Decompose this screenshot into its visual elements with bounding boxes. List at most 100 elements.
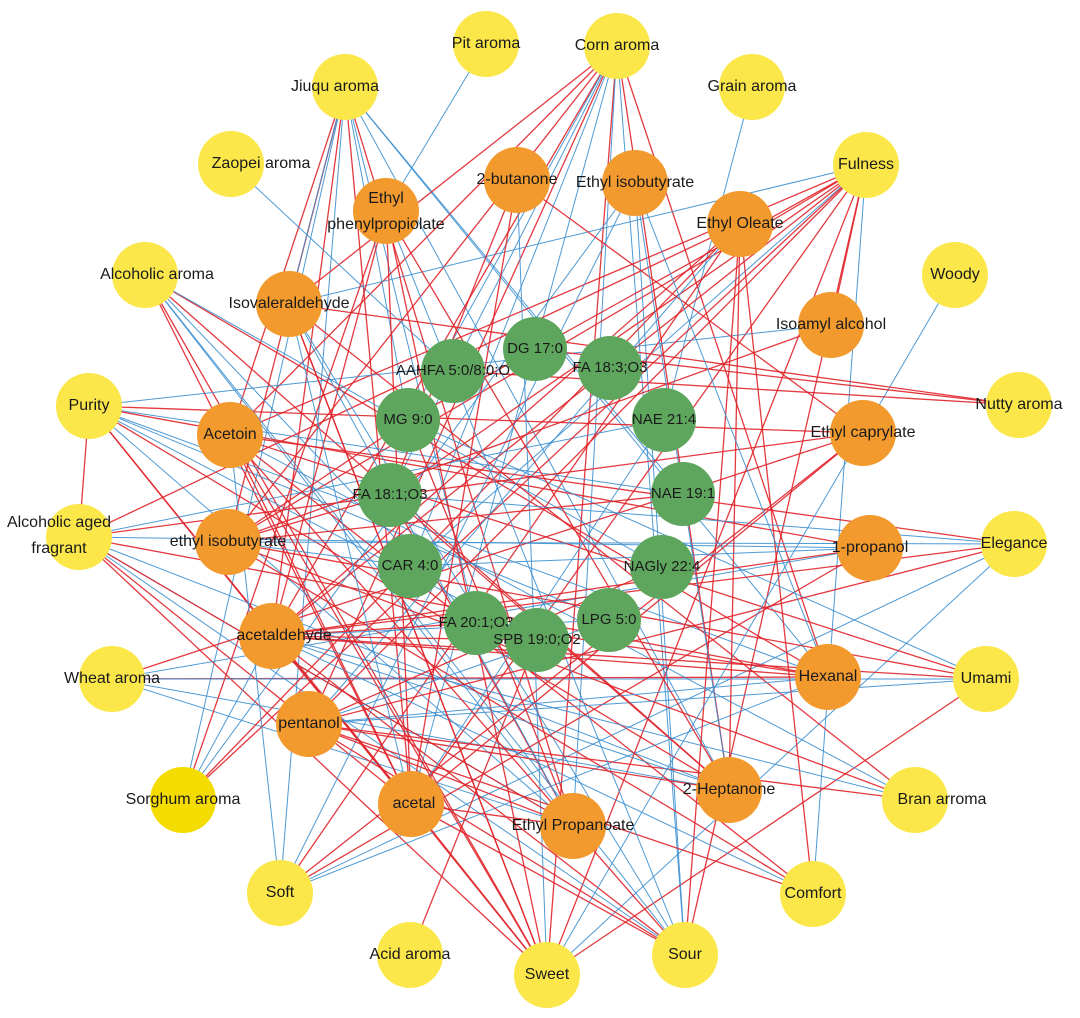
node-circle-ethprop [540, 793, 606, 859]
edge-sweet-elegance [546, 543, 1015, 976]
node-label-nagly: NAGly 22:4 [624, 558, 701, 575]
node-ethcapr[interactable]: Ethyl caprylate [811, 400, 916, 466]
node-elegance[interactable]: Elegance [981, 511, 1048, 577]
node-wheat[interactable]: Wheat aroma [64, 646, 160, 712]
node-ethisobut2[interactable]: ethyl isobutyrate [170, 509, 287, 575]
node-pentanol[interactable]: pentanol [276, 691, 342, 757]
node-acetald[interactable]: acetaldehyde [236, 603, 332, 669]
node-circle-sorghum [150, 767, 216, 833]
node-mg9[interactable]: MG 9:0 [376, 388, 440, 452]
node-propanol[interactable]: 1-propanol [832, 515, 909, 581]
edge-jiuqu-acetoin [229, 86, 346, 436]
node-fulness[interactable]: Fulness [833, 132, 899, 198]
edge-heptanone-pentanol [308, 723, 730, 791]
node-label-ethprop: Ethyl Propanoate [512, 817, 635, 834]
node-circle-fa181 [358, 463, 422, 527]
node-alcoholic[interactable]: Alcoholic aroma [100, 242, 214, 308]
node-fa181[interactable]: FA 18:1;O3 [352, 463, 428, 527]
edge-bran-acetald [271, 635, 916, 801]
edge-ethisobut2-mg9 [227, 419, 409, 543]
node-jiuqu[interactable]: Jiuqu aroma [291, 54, 379, 120]
node-sorghum[interactable]: Sorghum aroma [126, 767, 241, 833]
node-acetal[interactable]: acetal [378, 771, 444, 837]
node-circle-fulness [833, 132, 899, 198]
node-comfort[interactable]: Comfort [780, 861, 846, 927]
edge-ethprop-pentanol [308, 723, 574, 827]
node-ethprop[interactable]: Ethyl Propanoate [512, 793, 635, 859]
node-label-grain: Grain aroma [708, 78, 797, 95]
node-butanone[interactable]: 2-butanone [477, 147, 558, 213]
edge-umami-acetald [271, 635, 987, 680]
node-nae191[interactable]: NAE 19:1 [651, 462, 715, 526]
node-circle-soft [247, 860, 313, 926]
node-sour[interactable]: Sour [652, 922, 718, 988]
node-etholeate[interactable]: Ethyl Oleate [696, 191, 784, 257]
node-grain[interactable]: Grain aroma [708, 54, 797, 120]
edge-bran-pentanol [308, 723, 916, 801]
node-heptanone[interactable]: 2-Heptanone [683, 757, 776, 823]
node-circle-hexanal [795, 644, 861, 710]
node-circle-nae191 [651, 462, 715, 526]
node-spb19[interactable]: SPB 19:0;O2 [493, 608, 581, 672]
node-label-sweet: Sweet [525, 966, 570, 983]
edge-fulness-sour [684, 164, 867, 956]
node-purity[interactable]: Purity [56, 373, 122, 439]
edge-acetoin-sour [229, 434, 686, 956]
node-ethisobut1[interactable]: Ethyl isobutyrate [576, 150, 694, 216]
node-circle-bran [882, 767, 948, 833]
node-zaopei[interactable]: Zaopei aroma [198, 131, 310, 197]
node-pit[interactable]: Pit aroma [452, 11, 521, 77]
edge-ethphen-acetald [271, 210, 387, 637]
node-circle-ethcapr [830, 400, 896, 466]
edge-acetoin-acetal [229, 434, 412, 805]
node-sweet[interactable]: Sweet [514, 942, 580, 1008]
node-label-acetal: acetal [393, 795, 436, 812]
node-hexanal[interactable]: Hexanal [795, 644, 861, 710]
edge-wheat-heptanone [111, 678, 730, 791]
edge-jiuqu-isoval [288, 86, 346, 305]
node-umami[interactable]: Umami [953, 646, 1019, 712]
node-nagly[interactable]: NAGly 22:4 [624, 535, 701, 599]
node-label-lpg5: LPG 5:0 [581, 611, 636, 628]
edge-ethcapr-sweet [546, 432, 864, 976]
node-aahfa[interactable]: AAHFA 5:0/8:0;O [396, 339, 510, 403]
node-circle-fa183 [578, 336, 642, 400]
node-lpg5[interactable]: LPG 5:0 [577, 588, 641, 652]
edge-corn-isoval [288, 45, 618, 305]
node-bran[interactable]: Bran arroma [882, 767, 987, 833]
node-isoval[interactable]: Isovaleraldehyde [229, 271, 350, 337]
node-circle-acetoin [197, 402, 263, 468]
edge-fulness-sweet [546, 164, 867, 976]
node-dg17[interactable]: DG 17:0 [503, 317, 567, 381]
edge-purity-sweet [88, 405, 548, 976]
node-fa183[interactable]: FA 18:3;O3 [572, 336, 648, 400]
node-car4[interactable]: CAR 4:0 [378, 534, 442, 598]
node-woody[interactable]: Woody [922, 242, 988, 308]
edge-sorghum-etholeate [182, 223, 741, 801]
edge-purity-heptanone [88, 405, 730, 791]
node-label-fulness: Fulness [838, 156, 894, 173]
node-nutty[interactable]: Nutty aroma [975, 372, 1063, 438]
node-isoamyl[interactable]: Isoamyl alcohol [776, 292, 886, 358]
edge-purity-lpg5 [88, 405, 610, 621]
node-label-nutty: Nutty aroma [975, 396, 1062, 413]
edge-fulness-isoval [288, 164, 867, 305]
edge-fulness-comfort [812, 164, 867, 895]
node-circle-umami [953, 646, 1019, 712]
node-soft[interactable]: Soft [247, 860, 313, 926]
node-label-zaopei: Zaopei aroma [212, 155, 311, 172]
node-circle-sweet [514, 942, 580, 1008]
node-fa201[interactable]: FA 20:1;O3 [438, 591, 514, 655]
node-nae214[interactable]: NAE 21:4 [632, 388, 696, 452]
node-circle-isoval [256, 271, 322, 337]
edge-acetoin-sweet [229, 434, 548, 976]
node-acid[interactable]: Acid aroma [370, 922, 451, 988]
node-corn[interactable]: Corn aroma [575, 13, 660, 79]
node-acetoin[interactable]: Acetoin [197, 402, 263, 468]
